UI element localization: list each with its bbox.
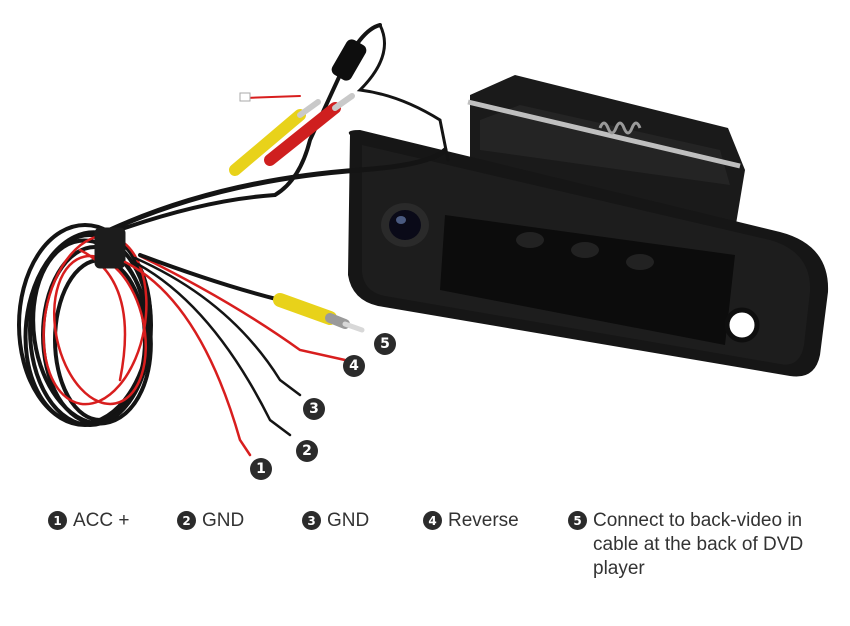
callout-3: 3 xyxy=(303,398,325,420)
callout-4: 4 xyxy=(343,355,365,377)
tailgate-handle xyxy=(348,75,829,377)
legend-number: 5 xyxy=(568,511,587,530)
legend-item-gnd-1: 2 GND xyxy=(177,509,244,533)
legend-number: 1 xyxy=(48,511,67,530)
cable-bundle xyxy=(17,23,450,457)
callout-1: 1 xyxy=(250,458,272,480)
legend-number: 2 xyxy=(177,511,196,530)
legend-item-gnd-2: 3 GND xyxy=(302,509,369,533)
product-photo xyxy=(17,23,829,457)
legend-label: Reverse xyxy=(448,510,519,531)
legend-number: 4 xyxy=(423,511,442,530)
legend-label: ACC + xyxy=(73,510,130,531)
legend-item-acc: 1 ACC + xyxy=(48,509,130,533)
legend-label: GND xyxy=(327,510,370,531)
legend-item-reverse: 4 Reverse xyxy=(423,509,519,533)
callout-5: 5 xyxy=(374,333,396,355)
legend-number: 3 xyxy=(302,511,321,530)
legend-label: GND xyxy=(202,510,245,531)
legend-item-video: 5 Connect to back-video in cable at the … xyxy=(568,509,823,581)
callout-2: 2 xyxy=(296,440,318,462)
legend-label: Connect to back-video in cable at the ba… xyxy=(593,510,804,579)
